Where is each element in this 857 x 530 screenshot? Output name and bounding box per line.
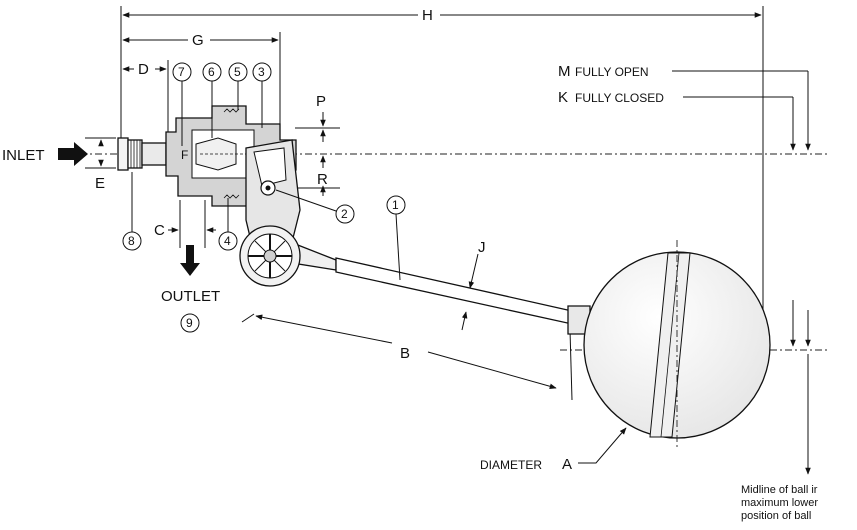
note-line-2: maximum lower	[741, 497, 818, 509]
pivot-hub	[239, 225, 301, 287]
dim-b-arrow-left	[255, 314, 393, 344]
part-callout-1: 1	[386, 195, 406, 281]
part-callout-8: 8	[122, 172, 142, 251]
dim-b-arrow-right	[427, 351, 557, 389]
inlet-fitting	[117, 137, 167, 171]
dim-b-label: B	[400, 345, 410, 362]
part-callout-5: 5	[228, 62, 248, 110]
svg-text:5: 5	[234, 65, 241, 79]
dim-r-label: R	[317, 171, 328, 188]
dim-j-arrow-bottom	[461, 311, 468, 331]
dim-g-label: G	[192, 32, 204, 49]
part-callout-6: 6	[202, 62, 222, 138]
part-callout-3: 3	[252, 62, 272, 128]
part-callout-7: 7	[172, 62, 192, 146]
fully-closed-label: FULLY CLOSED	[575, 91, 664, 105]
dim-k-label: K	[558, 89, 568, 106]
svg-text:9: 9	[186, 316, 193, 330]
svg-text:2: 2	[341, 207, 348, 221]
inlet-label: INLET	[2, 147, 45, 164]
dim-h-label: H	[422, 7, 433, 24]
diameter-label: DIAMETER	[480, 458, 542, 472]
dim-d-label: D	[138, 61, 149, 78]
valve-body	[165, 105, 297, 207]
dim-a-label: A	[562, 456, 572, 473]
note-line-3: position of ball	[741, 510, 811, 522]
extension-b-left	[241, 313, 255, 323]
dim-f-label: F	[181, 148, 188, 162]
svg-text:7: 7	[178, 65, 185, 79]
dim-j-arrow-top	[468, 253, 479, 289]
float-rod	[279, 236, 591, 335]
extension-b	[569, 329, 573, 401]
note-line-1: Midline of ball ir	[741, 484, 818, 496]
svg-text:3: 3	[258, 65, 265, 79]
ball-float	[583, 240, 771, 450]
dim-a-leader	[578, 427, 627, 464]
dim-p-label: P	[316, 93, 326, 110]
part-callout-9: 9	[180, 313, 200, 333]
dim-c-label: C	[154, 222, 165, 239]
dim-m-label: M	[558, 63, 571, 80]
dim-e-label: E	[95, 175, 105, 192]
part-callout-2: 2	[275, 189, 355, 224]
svg-text:4: 4	[224, 234, 231, 248]
svg-text:6: 6	[208, 65, 215, 79]
inlet-arrow-icon	[58, 142, 88, 166]
svg-text:8: 8	[128, 234, 135, 248]
outlet-arrow-icon	[180, 245, 200, 276]
fully-open-label: FULLY OPEN	[575, 65, 649, 79]
dim-j-label: J	[478, 239, 486, 256]
part-callout-4: 4	[218, 198, 238, 251]
outlet-label: OUTLET	[161, 288, 220, 305]
svg-text:1: 1	[392, 198, 399, 212]
